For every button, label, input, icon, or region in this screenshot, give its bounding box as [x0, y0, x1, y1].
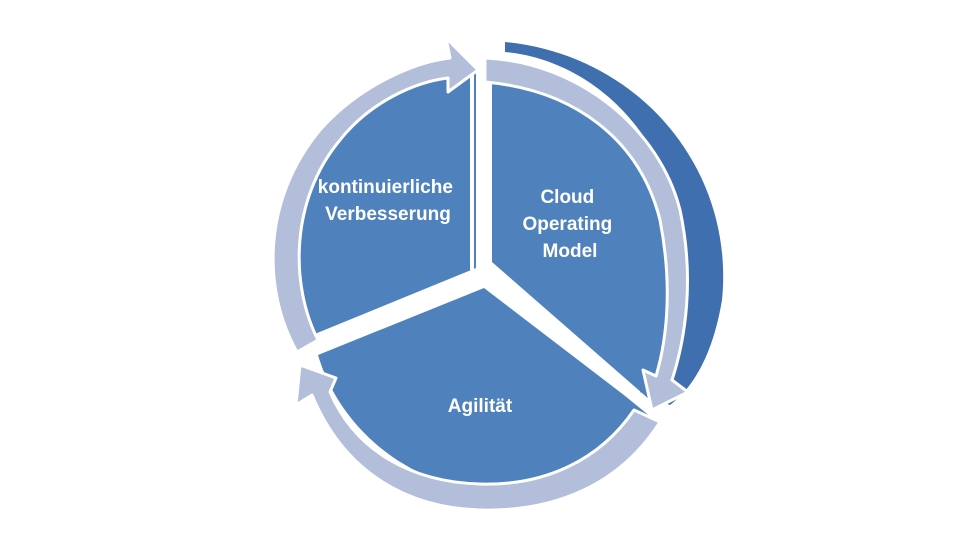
segment-agility	[318, 288, 650, 491]
segment-com-depth	[505, 42, 724, 405]
label-com-line-1: Cloud	[540, 187, 594, 208]
label-com: Cloud Operating Model	[522, 187, 617, 262]
label-com-line-2: Operating	[522, 214, 612, 235]
separator-right	[484, 272, 660, 418]
label-improvement: kontinuierliche Verbesserung	[318, 177, 458, 225]
label-agility-line-1: Agilität	[448, 396, 513, 417]
separator-top	[470, 58, 474, 270]
label-improvement-line-2: Verbesserung	[325, 204, 451, 225]
label-improvement-line-1: kontinuierliche	[318, 177, 453, 198]
cycle-arrow-right	[483, 56, 690, 412]
label-agility: Agilität	[448, 396, 513, 417]
separator-top-2	[484, 58, 490, 262]
cycle-arrow-bottom	[294, 363, 662, 512]
cycle-arrow-left	[271, 36, 480, 354]
separator-left	[300, 275, 482, 355]
label-com-line-3: Model	[543, 241, 598, 262]
